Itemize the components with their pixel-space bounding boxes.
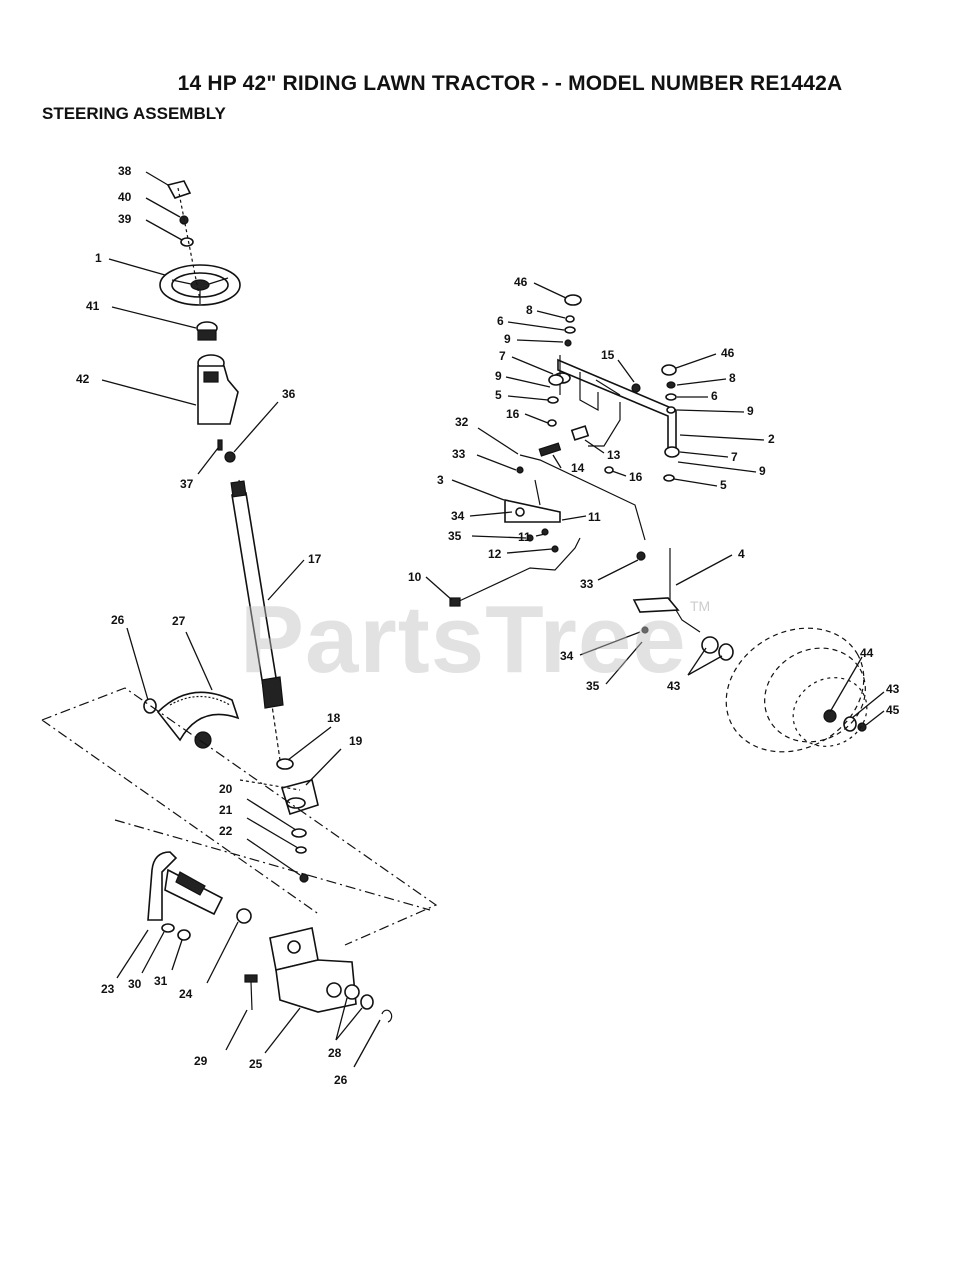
callout-33: 33 bbox=[452, 447, 466, 461]
callout-39: 39 bbox=[118, 212, 132, 226]
part-27-sector-gear bbox=[156, 691, 240, 749]
callout-29: 29 bbox=[194, 1054, 208, 1068]
callout-14: 14 bbox=[571, 461, 585, 475]
callout-35: 35 bbox=[448, 529, 462, 543]
callout-16-b: 16 bbox=[629, 470, 643, 484]
callout-6: 6 bbox=[497, 314, 504, 328]
part-28-26-hardware bbox=[344, 984, 393, 1023]
callout-6-b: 6 bbox=[711, 389, 718, 403]
part-3-steering-arm bbox=[504, 479, 561, 553]
callout-8: 8 bbox=[526, 303, 533, 317]
callout-45: 45 bbox=[886, 703, 900, 717]
callout-23: 23 bbox=[101, 982, 115, 996]
trademark-mark: TM bbox=[690, 598, 711, 614]
part-42-dash-panel bbox=[197, 354, 239, 425]
callout-9-d: 9 bbox=[759, 464, 766, 478]
callout-26: 26 bbox=[111, 613, 125, 627]
callout-9: 9 bbox=[504, 332, 511, 346]
callout-9-c: 9 bbox=[747, 404, 754, 418]
callout-43: 43 bbox=[667, 679, 681, 693]
callout-43-b: 43 bbox=[886, 682, 900, 696]
part-7-5-spindle-hardware bbox=[547, 374, 680, 482]
callout-15: 15 bbox=[601, 348, 615, 362]
callout-7: 7 bbox=[499, 349, 506, 363]
part-25-bracket bbox=[269, 927, 357, 1013]
callout-2: 2 bbox=[768, 432, 775, 446]
callout-42: 42 bbox=[76, 372, 90, 386]
part-10-tie-rod bbox=[449, 537, 581, 607]
callout-12: 12 bbox=[488, 547, 502, 561]
callout-20: 20 bbox=[219, 782, 233, 796]
callout-3: 3 bbox=[437, 473, 444, 487]
part-43-44-45-wheel-hardware bbox=[701, 636, 867, 732]
callout-40: 40 bbox=[118, 190, 132, 204]
assembly-outline bbox=[41, 687, 438, 946]
callout-31: 31 bbox=[154, 974, 168, 988]
part-13-14-16-pivot bbox=[538, 425, 614, 474]
part-24-bushing bbox=[236, 908, 252, 924]
alignment-lines bbox=[177, 187, 301, 791]
callout-32: 32 bbox=[455, 415, 469, 429]
callout-19: 19 bbox=[349, 734, 363, 748]
part-36-part-37-bolts bbox=[217, 439, 236, 463]
callout-24: 24 bbox=[179, 987, 193, 1001]
callout-7-b: 7 bbox=[731, 450, 738, 464]
part-17-steering-shaft bbox=[230, 479, 284, 761]
callout-11: 11 bbox=[588, 510, 601, 524]
callout-8-b: 8 bbox=[729, 371, 736, 385]
assembly-subtitle: STEERING ASSEMBLY bbox=[42, 104, 226, 123]
front-wheel-tire bbox=[725, 627, 868, 753]
callout-46: 46 bbox=[514, 275, 528, 289]
callout-17: 17 bbox=[308, 552, 322, 566]
callout-16: 16 bbox=[506, 407, 520, 421]
part-19-bushing-block bbox=[280, 779, 319, 816]
part-18-washer bbox=[276, 758, 294, 770]
part-23-pitman-arm bbox=[147, 851, 224, 921]
callout-35-b: 35 bbox=[586, 679, 600, 693]
callout-26-lower: 26 bbox=[334, 1073, 348, 1087]
callout-38: 38 bbox=[118, 164, 132, 178]
leader-lines bbox=[101, 171, 885, 1068]
callout-11-b: 11 bbox=[518, 530, 531, 544]
callout-22: 22 bbox=[219, 824, 233, 838]
callout-9-b: 9 bbox=[495, 369, 502, 383]
part-41-adapter bbox=[196, 321, 218, 341]
callout-13: 13 bbox=[607, 448, 621, 462]
part-30-31-washers bbox=[161, 923, 191, 941]
callout-10: 10 bbox=[408, 570, 422, 584]
callout-5-b: 5 bbox=[720, 478, 727, 492]
part-32-drag-link bbox=[516, 454, 646, 541]
callout-33-b: 33 bbox=[580, 577, 594, 591]
callout-27: 27 bbox=[172, 614, 186, 628]
right-spindle-axle bbox=[553, 294, 677, 449]
part-38-cap bbox=[166, 180, 192, 199]
callout-5: 5 bbox=[495, 388, 502, 402]
part-1-steering-wheel bbox=[159, 264, 241, 306]
page-title: 14 HP 42" RIDING LAWN TRACTOR - - MODEL … bbox=[177, 72, 843, 95]
callout-34-b: 34 bbox=[560, 649, 574, 663]
callout-30: 30 bbox=[128, 977, 142, 991]
callout-21: 21 bbox=[219, 803, 233, 817]
callout-37: 37 bbox=[180, 477, 194, 491]
part-39-washer bbox=[180, 237, 194, 247]
callout-46-b: 46 bbox=[721, 346, 735, 360]
part-20-22-hardware bbox=[291, 828, 309, 883]
callout-34: 34 bbox=[451, 509, 465, 523]
callout-44: 44 bbox=[860, 646, 874, 660]
part-29-bolt bbox=[244, 974, 258, 1011]
part-4-left-spindle bbox=[632, 548, 701, 634]
callout-28: 28 bbox=[328, 1046, 342, 1060]
part-46-8-6-9-stack-right bbox=[661, 364, 677, 414]
callout-25: 25 bbox=[249, 1057, 263, 1071]
callout-41: 41 bbox=[86, 299, 100, 313]
partstree-watermark: PartsTree bbox=[240, 586, 687, 693]
callout-36: 36 bbox=[282, 387, 296, 401]
part-26-bushing bbox=[143, 698, 157, 714]
callout-18: 18 bbox=[327, 711, 341, 725]
callout-labels: 38 40 39 1 41 42 36 37 17 26 27 18 19 20… bbox=[76, 164, 900, 1087]
callout-4: 4 bbox=[738, 547, 745, 561]
callout-1: 1 bbox=[95, 251, 102, 265]
